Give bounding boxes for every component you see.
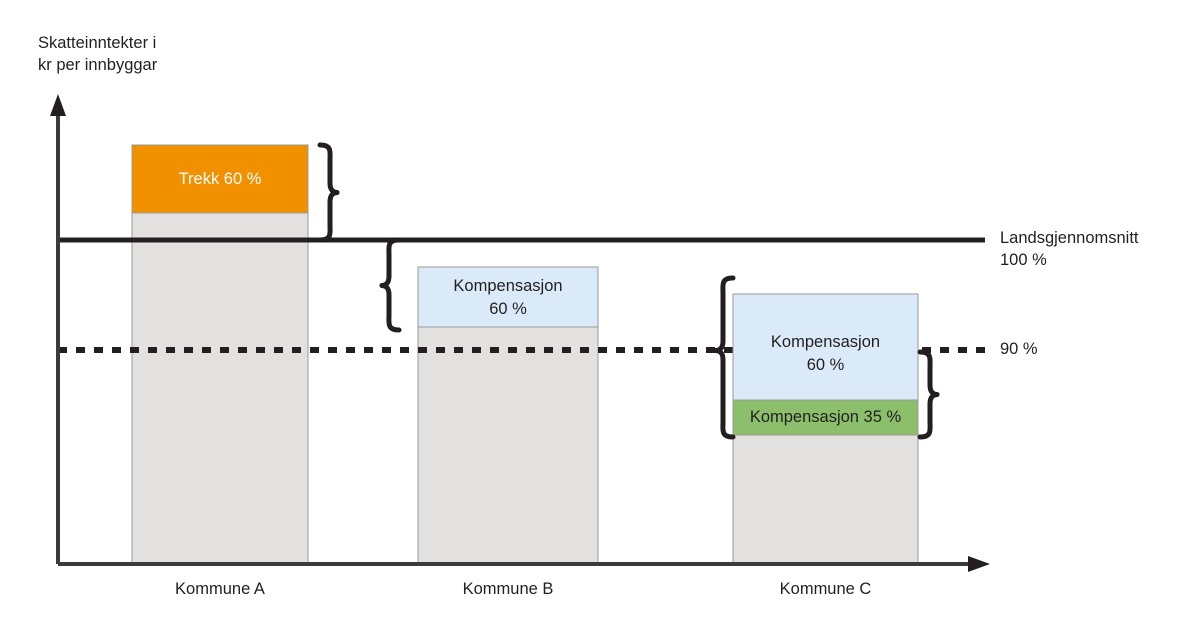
brace-trekk-kommune-a <box>317 142 340 243</box>
brace-kompensasjon-kommune-c-right <box>917 349 940 440</box>
reference-label-landsgjennomsnitt: Landsgjennomsnitt 100 % <box>1000 229 1139 269</box>
x-axis-label-kommune-b: Kommune B <box>462 580 554 598</box>
x-axis-label-kommune-a: Kommune A <box>175 580 265 598</box>
brace-kompensasjon-kommune-c-left <box>713 275 736 440</box>
y-axis-title: Skatteinntekter i kr per innbyggar <box>38 34 158 74</box>
segment-kompensasjon-60-kommune-c <box>732 293 919 401</box>
reference-label-90-prosent: 90 % <box>1000 340 1038 358</box>
bar-kommune-a-base <box>131 212 309 565</box>
y-axis-arrow-icon <box>50 94 66 116</box>
segment-kompensasjon-35-kommune-c <box>732 399 919 436</box>
brace-kompensasjon-kommune-b <box>379 237 402 333</box>
x-axis-label-kommune-c: Kommune C <box>779 580 872 598</box>
segment-trekk-kommune-a <box>131 144 309 214</box>
bar-kommune-c-base <box>732 434 919 565</box>
segment-kompensasjon-60-kommune-b <box>417 266 599 328</box>
x-axis-arrow-icon <box>968 556 990 572</box>
bar-kommune-b-base <box>417 326 599 565</box>
